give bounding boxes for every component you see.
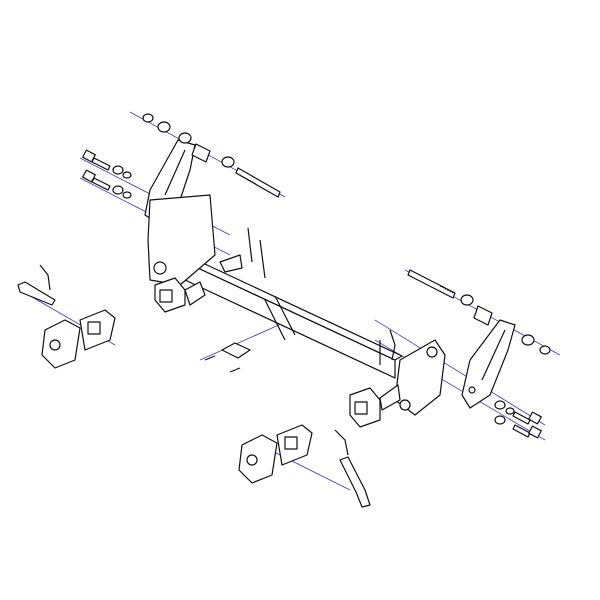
right-mounting-plate (461, 319, 516, 409)
left-bolts (82, 149, 132, 199)
top-left-bolt-assembly (142, 113, 281, 198)
right-bolt-assembly (407, 269, 551, 439)
bottom-tow-tab (238, 424, 371, 508)
center-bracket (204, 295, 296, 373)
left-tow-tab (17, 264, 116, 369)
main-crossbar (147, 194, 446, 428)
